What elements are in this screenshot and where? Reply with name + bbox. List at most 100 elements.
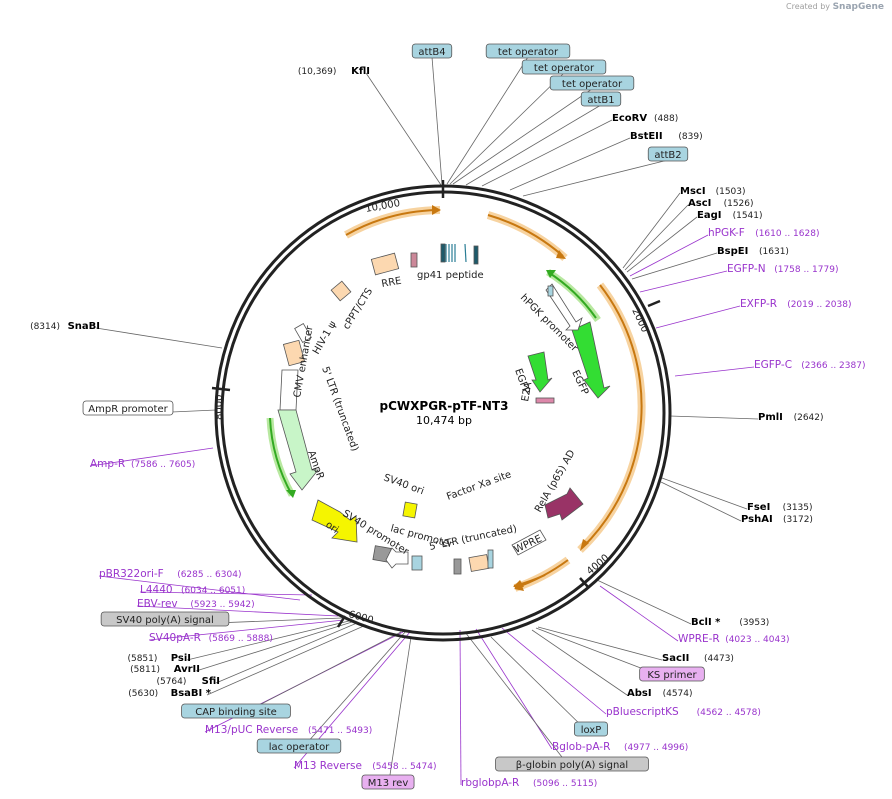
annotation-pmli: PmlI(2642) [758, 412, 824, 423]
annotation-ks-primer: KS primer [639, 666, 705, 682]
annotation-hpgk-f: hPGK-F(1610 .. 1628) [708, 227, 819, 239]
annotation-eagi: EagI(1541) [697, 210, 763, 221]
annotation-label: SnaBI [68, 321, 100, 332]
annotation-label: pBR322ori-F [99, 568, 164, 580]
leader-line [509, 137, 631, 191]
leader-line [490, 636, 592, 736]
feature-arc-top [344, 206, 441, 239]
label-e2a: E2A [520, 381, 534, 402]
annotation-amp-r: Amp-R(7586 .. 7605) [90, 458, 195, 470]
annotation-label: SV40pA-R [149, 632, 201, 644]
label-sv40-ori: SV40 ori [382, 472, 425, 497]
annotation-box [411, 43, 453, 59]
leader-line [464, 631, 573, 771]
ltr-box-left [282, 339, 306, 367]
loxp-box [487, 549, 494, 569]
leader-line [365, 72, 442, 186]
annotation-lac-operator: lac operator [256, 738, 342, 754]
annotation-label: SacII [662, 653, 689, 664]
annotation-psii: PsiI(5851) [127, 653, 191, 664]
leader-line [215, 622, 358, 684]
inner-features [277, 243, 611, 575]
annotation-pbr322ori-f: pBR322ori-F(6285 .. 6304) [99, 568, 241, 580]
annotation-position: (5851) [127, 654, 157, 664]
lac-op-box [411, 555, 423, 571]
leader-line [139, 591, 313, 596]
plasmid-size: 10,474 bp [416, 414, 472, 427]
leader-line [136, 605, 339, 617]
egfp-arrow-1 [571, 321, 611, 399]
leader-line [639, 270, 728, 293]
annotation-position: (4023 .. 4043) [725, 635, 789, 645]
annotation-sacii: SacII (4473) [662, 653, 734, 664]
annotation-position: (8314) [30, 322, 60, 332]
annotation-position: (5923 .. 5942) [190, 600, 254, 610]
annotation-label: EGFP-N [727, 263, 766, 275]
annotation-box [521, 59, 607, 75]
rela-arrow [544, 487, 584, 521]
annotation-label: BstEII [630, 131, 663, 142]
annotation-ecorv: EcoRV(488) [612, 113, 678, 124]
label-rre: RRE [381, 276, 403, 290]
leader-line [431, 56, 443, 185]
annotation-label: hPGK-F [708, 227, 745, 239]
annotation-label: loxP [581, 725, 602, 736]
leader-line [235, 631, 402, 718]
annotation-position: (1631) [759, 247, 789, 257]
annotation-label: PmlI [758, 412, 783, 423]
ori-arrow [311, 499, 358, 543]
leader-line [622, 192, 681, 269]
annotation-egfp-c: EGFP-C (2366 .. 2387) [754, 359, 865, 371]
annotation-label: KflI [351, 66, 370, 77]
annotation-position: (1503) [716, 187, 746, 197]
leader-line [98, 575, 301, 601]
annotation-attb1: attB1 [580, 91, 622, 107]
leader-line [537, 626, 663, 661]
ticks [211, 180, 661, 628]
annotation-bglob-pa-r: Bglob-pA-R(4977 .. 4996) [552, 741, 688, 753]
annotation-box [549, 75, 635, 91]
annotation-label: WPRE-R [678, 633, 720, 645]
annotation-label: tet operator [498, 47, 559, 58]
leader-line [446, 56, 529, 185]
annotation-position: (5458 .. 5474) [372, 762, 436, 772]
leader-line [148, 619, 345, 641]
annotation-label: rbglobpA-R [461, 777, 519, 789]
annotation-position: (4977 .. 4996) [624, 743, 688, 753]
annotation-exfp-r: EXFP-R(2019 .. 2038) [740, 298, 851, 310]
annotation-label: EGFP-C [754, 359, 792, 371]
annotation-tet-operator: tet operator [549, 75, 635, 91]
annotation-position: (839) [678, 132, 702, 142]
annotation-label: lac operator [269, 742, 330, 753]
leader-line [501, 627, 607, 715]
annotation-bspei: BspEI(1631) [717, 246, 789, 257]
annotation-box [361, 774, 415, 790]
annotation-box [580, 91, 622, 107]
leader-line [89, 447, 214, 467]
leader-line [449, 72, 565, 185]
annotation-position: (5630) [128, 689, 158, 699]
snapgene-watermark: Created by SnapGene [786, 2, 884, 12]
annotation-position: (2366 .. 2387) [801, 361, 865, 371]
leader-line [596, 579, 692, 625]
feature-arcs [266, 206, 646, 592]
feature-arc-right-line [581, 284, 643, 549]
annotation-label: CAP binding site [195, 707, 277, 718]
annotation-position: (488) [654, 114, 678, 124]
annotation-box [100, 611, 230, 627]
leader-line [629, 234, 709, 277]
sv40-ori-box [402, 501, 418, 519]
leader-line [599, 585, 679, 642]
attb1-marker [473, 245, 479, 265]
annotation-position: (4473) [704, 654, 734, 664]
leader-line [624, 204, 689, 271]
leader-line [522, 159, 669, 197]
annotation-label: tet operator [534, 63, 595, 74]
annotation-label: EBV-rev [137, 598, 178, 610]
annotation-tet-operator: tet operator [485, 43, 571, 59]
leader-line [95, 327, 223, 349]
annotation-wpre-r: WPRE-R (4023 .. 4043) [678, 633, 789, 645]
arrowhead-5 [513, 580, 524, 587]
annotation-label: SfiI [202, 676, 220, 687]
